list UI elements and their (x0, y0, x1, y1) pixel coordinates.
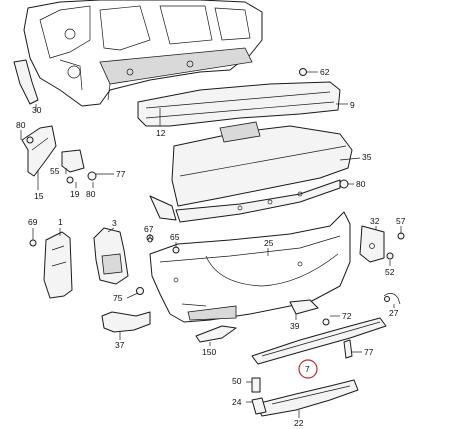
part-55-clip (61, 149, 97, 184)
callout-labels: 62 9 12 30 80 55 77 19 80 15 35 80 69 1 … (16, 67, 406, 428)
part-1-bracket (43, 231, 73, 299)
callout-24: 24 (232, 397, 242, 407)
callout-39: 39 (290, 321, 300, 331)
callout-7: 7 (305, 364, 310, 374)
callout-72: 72 (342, 311, 352, 321)
callout-75: 75 (113, 293, 123, 303)
callout-150: 150 (202, 347, 216, 357)
callout-62: 62 (320, 67, 330, 77)
callout-3: 3 (112, 218, 117, 228)
callout-67: 67 (144, 224, 154, 234)
part-37-cover (101, 287, 151, 333)
rear-body-shell (23, 0, 263, 107)
callout-19: 19 (70, 189, 80, 199)
callout-27: 27 (389, 308, 399, 318)
callout-80-right: 80 (356, 179, 366, 189)
callout-35: 35 (362, 152, 372, 162)
callout-32: 32 (370, 216, 380, 226)
callout-57: 57 (396, 216, 406, 226)
callout-37: 37 (115, 340, 125, 350)
callout-22: 22 (294, 418, 304, 428)
part-39-bracket (289, 299, 319, 315)
callout-80-left: 80 (16, 120, 26, 130)
callout-69: 69 (28, 217, 38, 227)
part-22-diffuser (251, 377, 359, 417)
callout-50: 50 (232, 376, 242, 386)
callout-77-lower: 77 (364, 347, 374, 357)
callout-1: 1 (58, 217, 63, 227)
part-32-bracket (359, 225, 405, 263)
part-72-spoiler (251, 317, 387, 365)
part-150-reflector (195, 325, 237, 343)
part-30-bracket (13, 59, 39, 105)
part-9-impact-bar (137, 81, 341, 127)
callout-12: 12 (156, 128, 166, 138)
callout-55: 55 (50, 166, 60, 176)
part-25-bumper-cover (149, 211, 351, 323)
part-35-bumper-carrier (149, 121, 353, 223)
part-69-bolt (29, 239, 37, 247)
callout-52: 52 (385, 267, 395, 277)
callout-77-upper: 77 (116, 169, 126, 179)
part-3-mudflap (93, 227, 129, 285)
callout-25: 25 (264, 238, 274, 248)
callout-80-mid: 80 (86, 189, 96, 199)
callout-30: 30 (32, 105, 42, 115)
callout-9: 9 (350, 100, 355, 110)
highlight-ring (298, 359, 318, 379)
leader-lines (20, 71, 402, 418)
callout-15: 15 (34, 191, 44, 201)
callout-65: 65 (170, 232, 180, 242)
part-27-sensor (383, 293, 401, 305)
